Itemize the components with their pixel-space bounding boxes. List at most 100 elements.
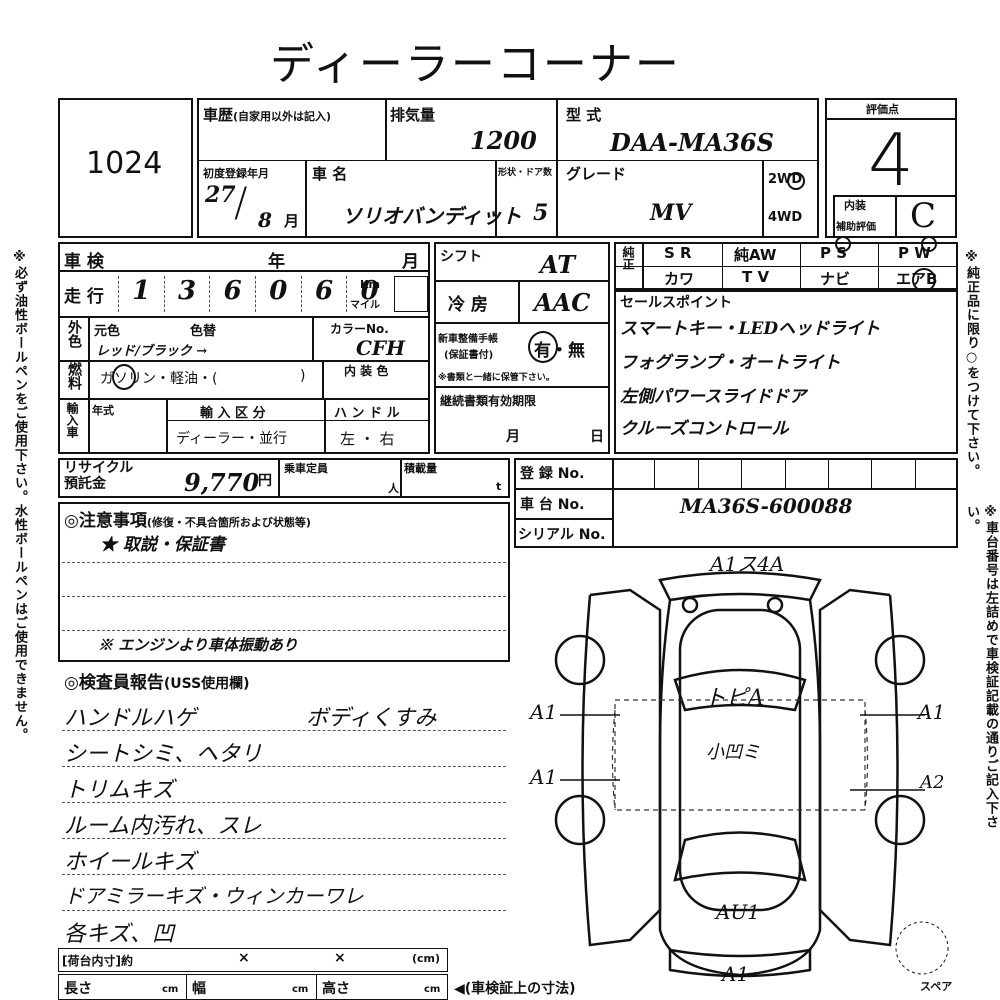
manual-note: ※書類と一緒に保管下さい。 — [438, 373, 555, 383]
mileage-digit: 0 — [346, 276, 392, 312]
dim-width: 幅 — [192, 981, 206, 997]
equipment-label: 純正 — [621, 246, 635, 270]
header-box — [197, 98, 819, 238]
ac-value: AAC — [534, 288, 591, 317]
interior-label: 内装 — [844, 199, 866, 212]
equip-navi: ナビ — [820, 270, 851, 288]
shift-label: シフト — [440, 249, 482, 265]
interior-color-label: 内 装 色 — [344, 364, 389, 378]
grade-label: グレード — [566, 165, 627, 183]
fuel-options: ガソリン・軽油・( — [100, 371, 218, 387]
recycle-label: リサイクル預託金 — [64, 460, 134, 492]
doors-label: 形状・ドア数 — [498, 168, 553, 178]
notes-sub: (修復・不具合箇所および状態等) — [146, 516, 311, 529]
sales-point-item: 左側パワースライドドア — [620, 387, 807, 407]
report-line: シートシミ、ヘタリ — [64, 742, 263, 767]
first-reg-month: 8 — [258, 208, 272, 232]
lot-number: 1024 — [86, 146, 163, 181]
import-div-label: 輸 入 区 分 — [200, 406, 266, 421]
car-name-value: ソリオバンディット — [342, 204, 522, 228]
import-year-label: 年式 — [92, 404, 114, 417]
chassis-value: MA36S-600088 — [680, 494, 853, 518]
displacement-value: 1200 — [470, 126, 537, 155]
import-handle-label: ハ ン ド ル — [334, 406, 400, 421]
equip-ps-circle — [835, 236, 851, 252]
color-no-label: カラーNo. — [330, 322, 389, 336]
cargo-label: [荷台内寸]約 — [62, 954, 133, 968]
doors-value: 5 — [533, 200, 549, 226]
first-reg-label: 初度登録年月 — [203, 167, 269, 180]
spec-table — [58, 242, 430, 454]
recycle-value: 9,770 — [184, 468, 260, 497]
color-no-value: CFH — [356, 336, 406, 360]
dim-length-unit: cm — [162, 984, 179, 995]
mileage-unit-km: Km — [360, 278, 380, 291]
cargo-x-1: × — [238, 950, 250, 966]
equip-leather: カワ — [664, 270, 695, 288]
dims-note: ◀(車検証上の寸法) — [454, 981, 576, 997]
serial-label: シリアル No. — [518, 527, 606, 543]
first-reg-year: 27 — [205, 182, 236, 208]
dims-row — [58, 974, 448, 1000]
diagram-center: 小凹ミ — [706, 742, 760, 763]
side-note-right-2: ※車台番号は左詰めで車検証記載の通りご記入下さい。 — [964, 505, 998, 829]
notes-label: ◎注意事項 — [64, 511, 147, 531]
notes-line-1: ★ 取説・保証書 — [100, 535, 225, 555]
chassis-label: 車 台 No. — [520, 497, 585, 513]
mid-table — [434, 242, 610, 454]
diagram-bottom: A1 — [722, 962, 750, 986]
equip-airbag-circle — [912, 268, 936, 292]
exterior-color-label: 外色 — [66, 320, 82, 348]
displacement-label: 排気量 — [390, 106, 436, 124]
cargo-row — [58, 948, 448, 972]
mileage-digits: 1 3 6 0 6 0 — [118, 276, 392, 312]
grade-value: MV — [650, 200, 692, 226]
report-line: ドアミラーキズ・ウィンカーワレ — [64, 884, 364, 908]
import-label: 輸入車 — [65, 402, 79, 438]
sales-points-label: セールスポイント — [620, 295, 732, 311]
sales-point-item: フォグランプ・オートライト — [620, 353, 841, 373]
equip-pw-circle — [921, 236, 937, 252]
dim-height: 高さ — [322, 981, 350, 997]
reg-table — [514, 458, 958, 548]
history-note: (自家用以外は記入) — [233, 110, 332, 123]
lot-box: 1024 — [58, 98, 193, 238]
interior-sub: 補助評価 — [836, 222, 876, 233]
diagram-roof: トピA — [704, 686, 764, 711]
shift-value: AT — [540, 250, 576, 279]
page-title: ディーラーコーナー — [270, 39, 681, 90]
equip-aw: 純AW — [734, 246, 777, 264]
recycle-box — [58, 458, 510, 498]
equip-tv: T V — [742, 268, 770, 286]
inspection-month: 月 — [402, 252, 419, 272]
cargo-x-2: × — [334, 950, 346, 966]
reg-no-label: 登 録 No. — [520, 466, 585, 482]
recycle-unit: 円 — [258, 473, 272, 489]
inspection-label: 車 検 — [64, 252, 104, 272]
capacity-label: 乗車定員 — [284, 462, 328, 475]
side-note-right-1: ※純正品に限り○をつけて下さい。 — [964, 250, 979, 478]
sales-point-item: クルーズコントロール — [620, 419, 789, 439]
diagram-rear: AU1 — [716, 900, 761, 924]
report-line: 各キズ、凹 — [64, 922, 175, 947]
dim-height-unit: cm — [424, 984, 441, 995]
mileage-digit: 0 — [255, 276, 301, 312]
mileage-unit-mile: マイル — [350, 300, 380, 311]
dim-length: 長さ — [64, 981, 92, 997]
car-name-label: 車 名 — [312, 165, 348, 183]
interior-value: C — [910, 196, 937, 236]
mileage-digit: 6 — [300, 276, 347, 312]
equip-sr: S R — [664, 244, 692, 262]
model-type-value: DAA-MA36S — [610, 128, 774, 157]
fuel-circle — [112, 364, 136, 390]
validity-month: 月 — [506, 429, 520, 445]
mileage-digit: 3 — [163, 276, 210, 312]
model-type-label: 型 式 — [566, 106, 602, 124]
mileage-digit: 6 — [209, 276, 255, 312]
report-line: トリムキズ — [64, 778, 175, 803]
diagram-right-front: A1 — [918, 700, 946, 724]
exterior-orig-label: 元色 — [94, 324, 121, 339]
report-line: ルーム内汚れ、スレ — [64, 814, 262, 839]
validity-day: 日 — [590, 429, 604, 445]
validity-label: 継続書類有効期限 — [440, 394, 537, 408]
